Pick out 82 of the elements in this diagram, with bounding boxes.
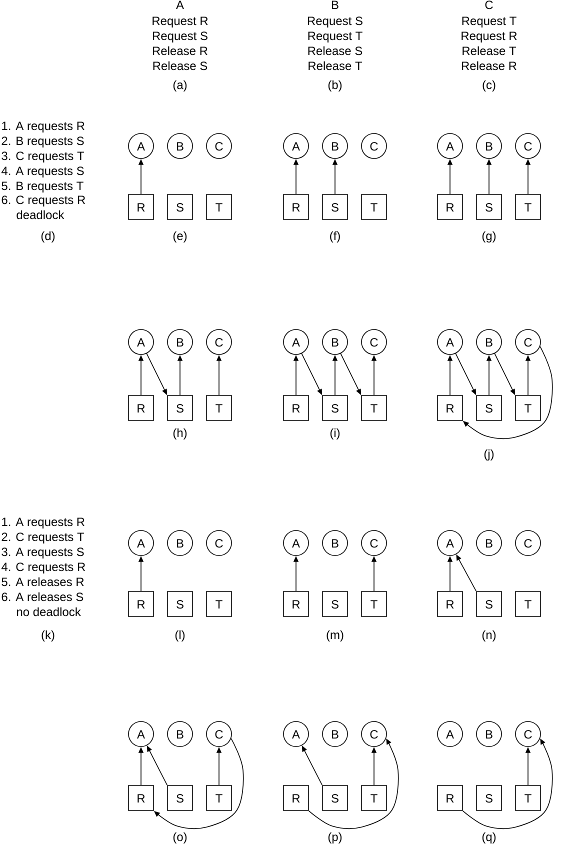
list-item: 1. A requests R <box>2 518 84 528</box>
panel-caption: (a) <box>173 80 187 92</box>
instruction-text: Release S <box>308 46 362 56</box>
resource-square: T <box>361 194 387 220</box>
resource-square: R <box>128 194 154 220</box>
result-text: no deadlock <box>17 607 81 616</box>
instruction-text: Request S <box>152 32 208 42</box>
instruction-text: Request S <box>308 16 362 28</box>
resource-square: T <box>515 395 541 421</box>
panel-caption: (q) <box>482 832 496 844</box>
resource-square: S <box>167 194 193 220</box>
list-item: 5. A releases R <box>2 577 84 586</box>
instruction-text: Release R <box>152 46 208 56</box>
resource-square: S <box>476 395 502 421</box>
panel-caption: (m) <box>326 630 344 642</box>
instruction-text: Request T <box>308 32 362 42</box>
panel-caption: (l) <box>175 630 185 642</box>
panel-caption: (b) <box>328 80 342 92</box>
instruction-text: Request T <box>462 16 516 28</box>
instruction-text: Release T <box>308 61 362 70</box>
list-item: 4. C requests R <box>1 562 86 574</box>
list-item: 2. B requests S <box>2 136 84 148</box>
instruction-text: Request R <box>152 16 208 28</box>
column-heading: A <box>176 0 184 9</box>
resource-square: R <box>283 591 309 617</box>
resource-square: R <box>128 395 154 421</box>
list-item: 2. C requests T <box>2 532 84 544</box>
resource-square: T <box>361 785 387 811</box>
panel-caption: (h) <box>173 428 187 440</box>
resource-square: S <box>322 194 348 220</box>
result-text: deadlock <box>16 210 64 220</box>
resource-square: T <box>515 591 541 617</box>
resource-square: R <box>128 785 154 811</box>
panel-caption: (k) <box>42 630 54 642</box>
instruction-text: Request R <box>462 32 517 42</box>
resource-square: R <box>437 194 463 220</box>
resource-square: R <box>437 591 463 617</box>
instruction-text: Release R <box>462 61 516 70</box>
resource-square: R <box>283 395 309 421</box>
panel-caption: (e) <box>173 231 187 242</box>
panel-caption: (c) <box>482 80 496 92</box>
resource-square: R <box>283 194 309 220</box>
panel-caption: (f) <box>330 231 340 242</box>
resource-square: S <box>476 785 502 811</box>
list-item: 3. C requests T <box>2 152 84 162</box>
panel-caption: (i) <box>330 428 340 440</box>
list-item: 4. A requests S <box>1 166 84 178</box>
resource-square: T <box>515 194 541 220</box>
instruction-text: Release S <box>153 61 208 70</box>
resource-square: S <box>476 194 502 220</box>
list-item: 6. C requests R <box>2 196 86 206</box>
panel-caption: (p) <box>328 832 342 844</box>
panel-caption: (g) <box>482 231 496 242</box>
column-heading: C <box>485 0 493 10</box>
resource-square: T <box>206 395 232 421</box>
resource-square: T <box>206 785 232 811</box>
column-heading: B <box>332 0 338 9</box>
resource-square: R <box>437 785 463 811</box>
list-item: 5. B requests T <box>2 182 84 192</box>
list-item: 1. A requests R <box>2 122 84 132</box>
resource-square: S <box>322 785 348 811</box>
resource-square: T <box>361 395 387 421</box>
panel-caption: (o) <box>173 832 187 844</box>
resource-square: T <box>206 591 232 617</box>
resource-square: T <box>206 194 232 220</box>
panel-caption: (j) <box>484 449 494 460</box>
resource-square: R <box>283 785 309 811</box>
resource-square: S <box>476 591 502 617</box>
resource-square: S <box>167 785 193 811</box>
resource-square: R <box>128 591 154 617</box>
list-item: 3. A requests S <box>2 548 84 558</box>
resource-square: R <box>437 395 463 421</box>
resource-square: S <box>167 591 193 617</box>
resource-square: S <box>322 591 348 617</box>
resource-square: T <box>361 591 387 617</box>
resource-square: S <box>167 395 193 421</box>
resource-square: T <box>515 785 541 811</box>
instruction-text: Release T <box>462 46 516 56</box>
resource-square: S <box>322 395 348 421</box>
panel-caption: (d) <box>41 231 55 242</box>
list-item: 6. A releases S <box>2 592 84 602</box>
panel-caption: (n) <box>482 630 496 642</box>
